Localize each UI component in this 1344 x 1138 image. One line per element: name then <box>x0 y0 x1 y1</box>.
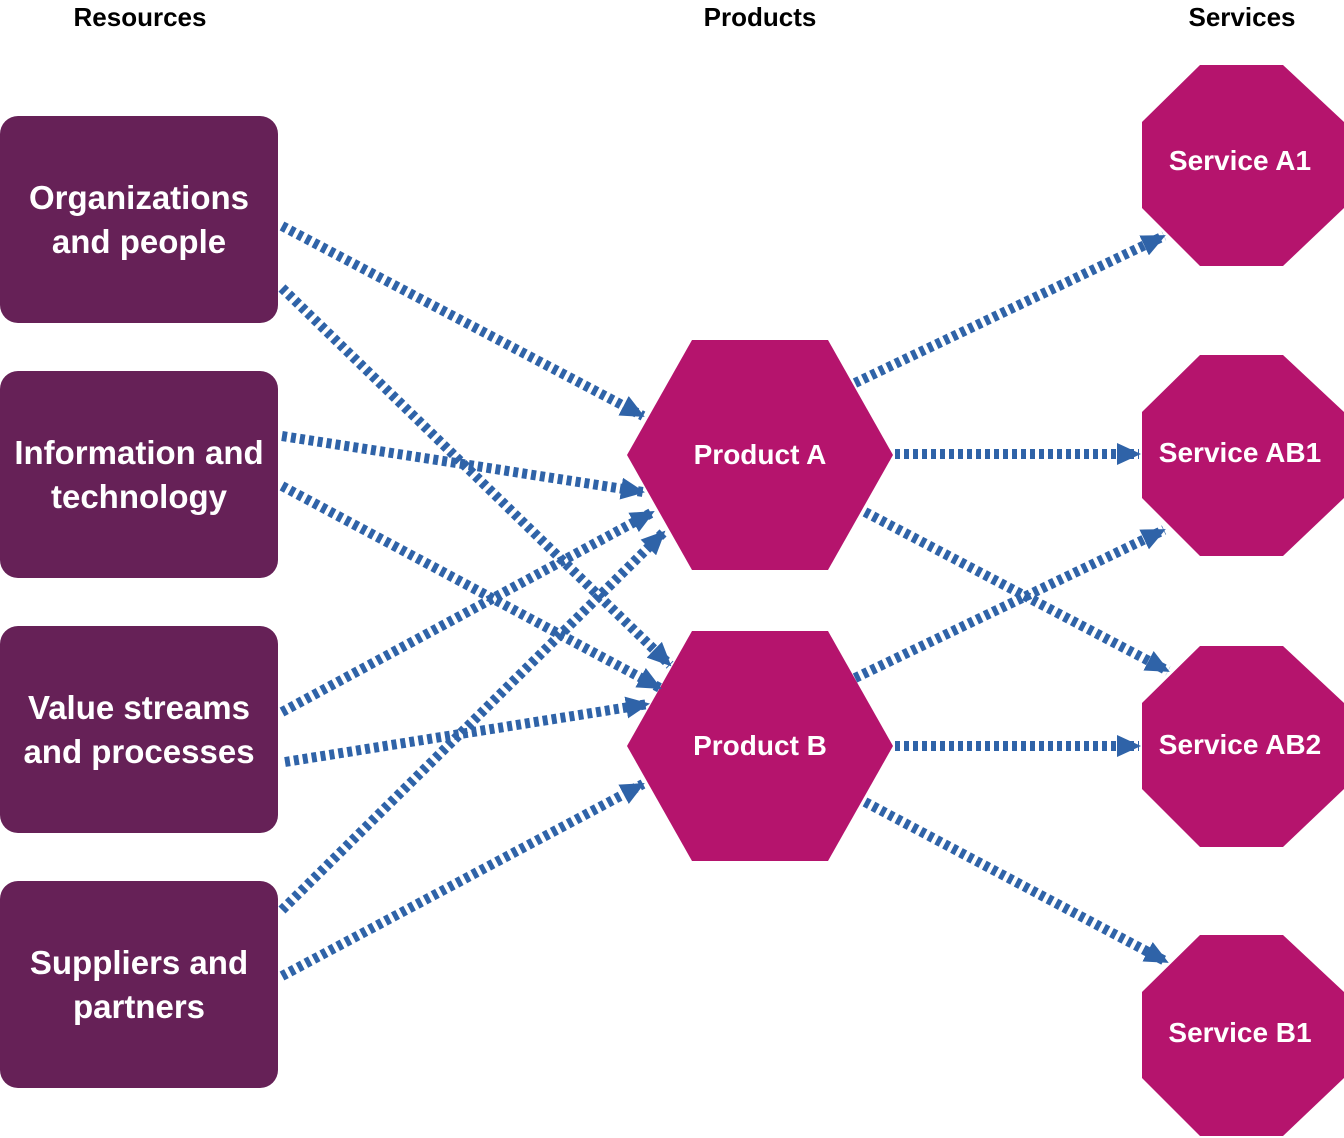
resource-information-and-technology: Information and technology <box>0 371 278 578</box>
arrow-r1-pA <box>279 221 646 421</box>
product-a-hexagon <box>627 340 893 570</box>
service-ab1-octagon <box>1142 355 1344 556</box>
resource-label: Value streams and processes <box>23 688 255 770</box>
header-products: Products <box>703 2 817 32</box>
service-ab2-label: Service AB2 <box>1158 729 1322 760</box>
arrow-pA-sA1 <box>852 231 1167 388</box>
arrow-r3-pA <box>279 507 656 717</box>
arrow-r2-pB <box>279 481 663 693</box>
arrow-r4-pB <box>279 779 646 981</box>
arrow-pB-sAB1 <box>852 525 1167 683</box>
service-b1-label: Service B1 <box>1168 1017 1312 1048</box>
header-resources: Resources <box>73 2 207 32</box>
resource-label: Information and technology <box>14 433 264 515</box>
product-b-hexagon <box>627 631 893 861</box>
resource-organizations-and-people: Organizations and people <box>0 116 278 323</box>
arrow-r1-pB <box>278 284 674 669</box>
product-a-label: Product A <box>693 439 827 470</box>
connection-arrows <box>278 221 1171 981</box>
service-a1-label: Service A1 <box>1168 145 1312 176</box>
header-services: Services <box>1188 2 1296 32</box>
service-ab1-label: Service AB1 <box>1158 437 1322 468</box>
arrow-pA-sAB2 <box>862 507 1171 676</box>
service-b1-octagon <box>1142 935 1344 1136</box>
resource-value-streams-and-processes: Value streams and processes <box>0 626 278 833</box>
service-a1-octagon <box>1142 65 1344 266</box>
resource-label: Organizations and people <box>28 178 250 260</box>
node-shapes <box>627 65 1344 1136</box>
product-b-label: Product B <box>693 730 827 761</box>
service-ab2-octagon <box>1142 646 1344 847</box>
arrow-r2-pA <box>281 431 645 500</box>
resource-label: Suppliers and partners <box>29 943 249 1025</box>
arrow-pB-sB1 <box>862 797 1170 967</box>
resource-suppliers-and-partners: Suppliers and partners <box>0 881 278 1088</box>
